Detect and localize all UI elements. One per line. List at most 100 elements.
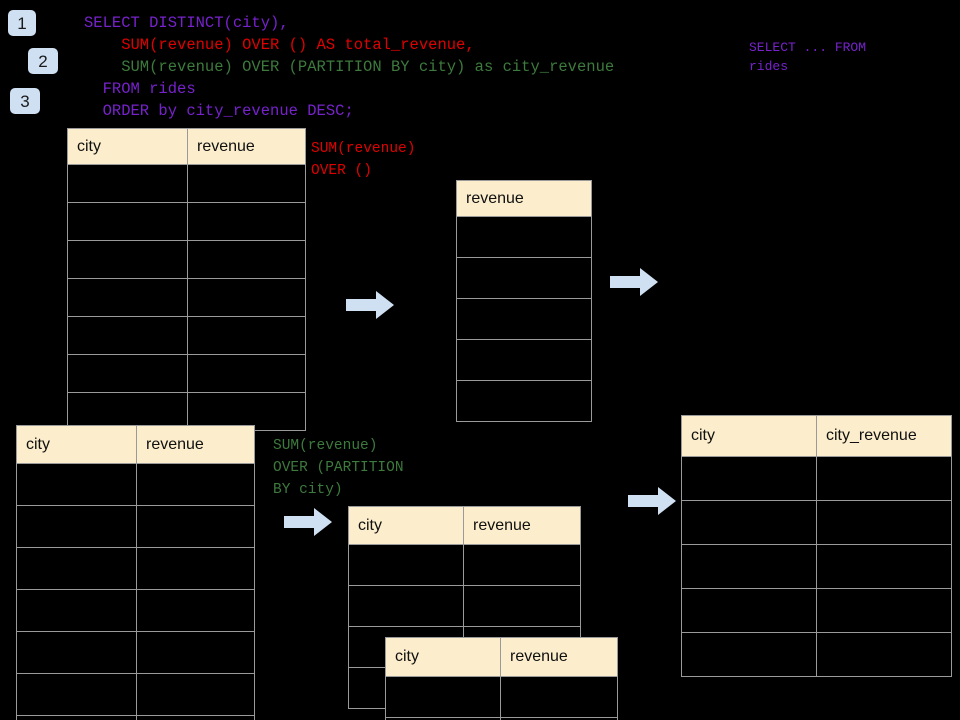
table-row xyxy=(456,257,592,299)
table-cell-city xyxy=(348,585,464,627)
table-cell-city xyxy=(67,164,188,203)
sum-over-partition-note-line-2: OVER (PARTITION xyxy=(273,460,404,476)
table-row xyxy=(385,717,618,720)
table-cell-revenue xyxy=(456,298,592,340)
table-cell-city xyxy=(348,544,464,586)
table-cell-revenue xyxy=(187,240,306,279)
table-cell-revenue xyxy=(187,164,306,203)
table-cell-city xyxy=(67,354,188,393)
table-row xyxy=(348,585,581,627)
step-badge-3: 3 xyxy=(10,88,40,114)
table-row xyxy=(681,632,952,677)
table-row xyxy=(456,380,592,422)
table-cell-city xyxy=(16,715,137,720)
sql-line-5: ORDER by city_revenue DESC; xyxy=(84,102,354,120)
table-cell-revenue xyxy=(136,463,255,506)
table-cell-city xyxy=(16,631,137,674)
column-header-city: city xyxy=(681,415,817,457)
sql-query-block: SELECT DISTINCT(city), SUM(revenue) OVER… xyxy=(84,12,614,122)
table-row xyxy=(67,316,306,355)
step-badge-2: 2 xyxy=(28,48,58,74)
total-revenue-table: revenue xyxy=(456,180,592,422)
table-cell-revenue xyxy=(463,544,581,586)
arrow-source-to-partition xyxy=(284,508,332,536)
table-row xyxy=(67,354,306,393)
table-cell-revenue xyxy=(136,505,255,548)
table-row xyxy=(681,588,952,633)
table-row xyxy=(16,547,255,590)
column-header-city: city xyxy=(16,425,137,464)
sum-over-partition-note: SUM(revenue) OVER (PARTITION BY city) xyxy=(273,435,404,501)
table-cell-city xyxy=(67,240,188,279)
table-cell-revenue xyxy=(136,547,255,590)
table-cell-revenue xyxy=(456,339,592,381)
table-cell-city xyxy=(16,547,137,590)
table-cell-revenue xyxy=(187,316,306,355)
table-row xyxy=(681,500,952,545)
table-cell-city_revenue xyxy=(816,544,952,589)
table-row xyxy=(681,544,952,589)
table-row xyxy=(67,164,306,203)
table-row xyxy=(16,463,255,506)
table-cell-city xyxy=(681,544,817,589)
column-header-revenue: revenue xyxy=(187,128,306,165)
table-cell-revenue xyxy=(187,202,306,241)
sum-over-empty-note-line-2: OVER () xyxy=(311,163,372,179)
sum-over-partition-note-line-1: SUM(revenue) xyxy=(273,438,378,454)
table-cell-city xyxy=(16,505,137,548)
table-cell-revenue xyxy=(187,354,306,393)
table-cell-city xyxy=(67,202,188,241)
side-note-line-1: SELECT ... FROM xyxy=(749,40,867,55)
column-header-revenue: revenue xyxy=(463,506,581,545)
table-row xyxy=(16,505,255,548)
table-cell-revenue xyxy=(136,715,255,720)
table-cell-revenue xyxy=(187,278,306,317)
table-row xyxy=(16,589,255,632)
table-cell-city xyxy=(16,463,137,506)
column-header-city: city xyxy=(67,128,188,165)
table-cell-city xyxy=(67,316,188,355)
total-revenue-table-header-row: revenue xyxy=(456,180,592,217)
column-header-revenue: revenue xyxy=(500,637,618,677)
sum-over-empty-note: SUM(revenue) OVER () xyxy=(311,138,415,182)
arrow-total-to-result xyxy=(610,268,658,296)
sql-line-4: FROM rides xyxy=(84,80,196,98)
side-note-line-2: rides xyxy=(749,59,789,74)
column-header-revenue: revenue xyxy=(456,180,592,217)
table-row xyxy=(681,456,952,501)
table-cell-city xyxy=(681,456,817,501)
table-cell-revenue xyxy=(136,673,255,716)
table-row xyxy=(348,544,581,586)
table-cell-city xyxy=(67,278,188,317)
arrow-source-to-total xyxy=(346,291,394,319)
table-row xyxy=(67,202,306,241)
table-cell-revenue xyxy=(456,380,592,422)
table-cell-city xyxy=(681,588,817,633)
table-cell-city_revenue xyxy=(816,632,952,677)
table-row xyxy=(16,715,255,720)
sum-over-empty-note-line-1: SUM(revenue) xyxy=(311,141,416,157)
table-cell-city xyxy=(67,392,188,431)
arrow-partition-to-result xyxy=(628,487,676,515)
sql-line-1: SELECT DISTINCT(city), xyxy=(84,14,289,32)
column-header-revenue: revenue xyxy=(136,425,255,464)
table-cell-revenue xyxy=(136,589,255,632)
table-row xyxy=(16,673,255,716)
sum-over-partition-note-line-3: BY city) xyxy=(273,482,343,498)
table-row xyxy=(385,676,618,718)
sql-line-3: SUM(revenue) OVER (PARTITION BY city) as… xyxy=(84,58,615,76)
table-cell-city_revenue xyxy=(816,588,952,633)
table-cell-city xyxy=(681,632,817,677)
column-header-city: city xyxy=(348,506,464,545)
table-row xyxy=(456,216,592,258)
table-cell-revenue xyxy=(463,585,581,627)
table-row xyxy=(456,298,592,340)
